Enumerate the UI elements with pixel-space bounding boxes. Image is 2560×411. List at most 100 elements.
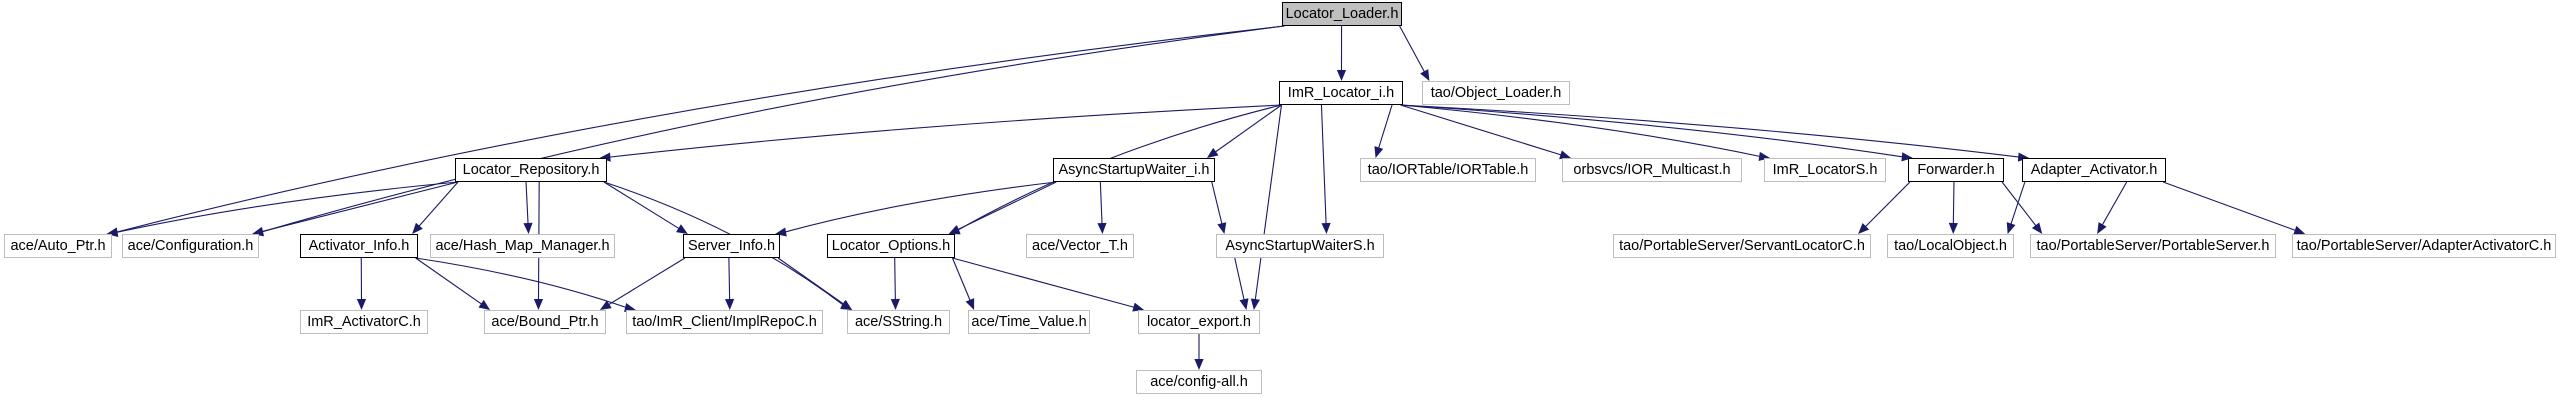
- graph-edge-locator_repository-to-ace_hash_map_manager: [525, 181, 529, 227]
- graph-node-async_startup_waiter_i[interactable]: AsyncStartupWaiter_i.h: [1053, 158, 1215, 182]
- graph-edge-arrowhead: [890, 298, 900, 310]
- graph-node-label: Server_Info.h: [687, 237, 776, 254]
- graph-edge-arrowhead: [2006, 222, 2016, 234]
- graph-edge-locator_options-to-ace_time_value: [951, 257, 972, 303]
- graph-node-imr_activatorc[interactable]: ImR_ActivatorC.h: [300, 310, 428, 334]
- graph-node-ace_bound_ptr[interactable]: ace/Bound_Ptr.h: [484, 310, 606, 334]
- graph-node-label: locator_export.h: [1147, 313, 1251, 330]
- graph-edge-imr_locator_i-to-async_startup_waiters: [1320, 104, 1327, 227]
- graph-node-adapter_activator[interactable]: Adapter_Activator.h: [2022, 158, 2166, 182]
- graph-edge-arrowhead: [725, 298, 735, 310]
- graph-node-tao_portableserver[interactable]: tao/PortableServer/PortableServer.h: [2030, 234, 2276, 258]
- graph-node-async_startup_waiters[interactable]: AsyncStartupWaiterS.h: [1216, 234, 1384, 258]
- graph-node-imr_locators[interactable]: ImR_LocatorS.h: [1764, 158, 1886, 182]
- graph-edge-server_info-to-ace_bound_ptr: [606, 257, 686, 307]
- graph-edge-imr_locator_i-to-adapter_activator: [1400, 104, 2022, 158]
- graph-edge-server_info-to-tao_implrepoc: [728, 257, 731, 303]
- graph-edge-arrowhead: [1206, 147, 1219, 158]
- graph-node-tao_servant_locatorc[interactable]: tao/PortableServer/ServantLocatorC.h: [1613, 234, 1871, 258]
- graph-edge-arrowhead: [356, 298, 367, 310]
- graph-edge-arrowhead: [412, 222, 423, 234]
- graph-node-label: AsyncStartupWaiterS.h: [1225, 237, 1375, 254]
- graph-node-imr_locator_i[interactable]: ImR_Locator_i.h: [1279, 81, 1403, 105]
- graph-node-label: tao/PortableServer/ServantLocatorC.h: [1619, 237, 1865, 254]
- graph-edge-arrowhead: [676, 224, 688, 234]
- graph-node-label: ace/Configuration.h: [127, 237, 254, 254]
- graph-node-label: ImR_LocatorS.h: [1772, 161, 1878, 178]
- graph-edge-locator_repository-to-activator_info: [416, 181, 459, 229]
- graph-node-ace_auto_ptr[interactable]: ace/Auto_Ptr.h: [4, 234, 112, 258]
- graph-node-locator_repository[interactable]: Locator_Repository.h: [455, 158, 607, 182]
- graph-node-ace_sstring[interactable]: ace/SString.h: [847, 310, 950, 334]
- graph-node-locator_loader[interactable]: Locator_Loader.h: [1282, 2, 1402, 26]
- graph-node-label: ace/config-all.h: [1150, 373, 1248, 390]
- graph-node-label: tao/ImR_Client/ImplRepoC.h: [632, 313, 817, 330]
- graph-edge-imr_locator_i-to-locator_repository: [607, 104, 1282, 158]
- graph-edge-imr_locator_i-to-imr_locators: [1400, 104, 1763, 158]
- graph-node-orbsvcs_ior_multicast[interactable]: orbsvcs/IOR_Multicast.h: [1562, 158, 1742, 182]
- graph-node-label: tao/Object_Loader.h: [1430, 84, 1562, 101]
- graph-node-ace_config_all[interactable]: ace/config-all.h: [1136, 370, 1262, 394]
- graph-edge-activator_info-to-ace_bound_ptr: [415, 257, 484, 306]
- graph-edge-arrowhead: [1948, 222, 1958, 234]
- graph-edge-forwarder-to-tao_portableserver: [2001, 181, 2038, 229]
- graph-node-server_info[interactable]: Server_Info.h: [683, 234, 780, 258]
- graph-node-tao_adapteractivatorc[interactable]: tao/PortableServer/AdapterActivatorC.h: [2292, 234, 2556, 258]
- graph-node-label: Activator_Info.h: [308, 237, 410, 254]
- graph-node-label: ace/SString.h: [854, 313, 943, 330]
- graph-edge-forwarder-to-tao_localobject: [1952, 181, 1955, 227]
- graph-node-locator_export[interactable]: locator_export.h: [1138, 310, 1260, 334]
- graph-edge-locator_options-to-locator_export: [952, 257, 1137, 309]
- graph-edge-locator_options-to-ace_sstring: [894, 257, 896, 303]
- graph-edge-arrowhead: [1097, 222, 1107, 234]
- graph-node-label: ace/Auto_Ptr.h: [10, 237, 106, 254]
- graph-node-label: tao/LocalObject.h: [1894, 237, 2007, 254]
- graph-node-locator_options[interactable]: Locator_Options.h: [827, 234, 955, 258]
- graph-node-label: ace/Hash_Map_Manager.h: [435, 237, 610, 254]
- graph-edge-arrowhead: [1374, 146, 1384, 158]
- graph-edge-arrowhead: [533, 298, 544, 310]
- graph-node-label: ace/Vector_T.h: [1032, 237, 1128, 254]
- graph-node-tao_object_loader[interactable]: tao/Object_Loader.h: [1422, 81, 1570, 105]
- graph-node-ace_configuration[interactable]: ace/Configuration.h: [122, 234, 259, 258]
- graph-edge-arrowhead: [523, 222, 533, 234]
- graph-edge-locator_repository-to-ace_auto_ptr: [114, 181, 459, 234]
- graph-edge-async_startup_waiter_i-to-ace_vector_t: [1099, 181, 1103, 227]
- graph-node-label: ImR_ActivatorC.h: [307, 313, 421, 330]
- graph-edge-imr_locator_i-to-forwarder: [1400, 104, 1905, 158]
- graph-node-forwarder[interactable]: Forwarder.h: [1908, 158, 2004, 182]
- graph-edge-activator_info-to-tao_implrepoc: [415, 257, 629, 309]
- graph-edge-adapter_activator-to-tao_portableserver: [2100, 181, 2128, 228]
- graph-edge-arrowhead: [948, 225, 961, 234]
- graph-edge-locator_repository-to-server_info: [603, 181, 682, 231]
- graph-node-ace_time_value[interactable]: ace/Time_Value.h: [968, 310, 1090, 334]
- graph-edge-locator_loader-to-ace_configuration: [259, 25, 1285, 233]
- graph-node-label: tao/IORTable/IORTable.h: [1367, 161, 1529, 178]
- graph-edge-arrowhead: [2097, 222, 2107, 234]
- graph-node-ace_hash_map_manager[interactable]: ace/Hash_Map_Manager.h: [430, 234, 615, 258]
- graph-edge-arrowhead: [840, 300, 853, 310]
- graph-edge-arrowhead: [2031, 222, 2043, 234]
- graph-edge-locator_repository-to-ace_configuration: [259, 181, 459, 233]
- graph-edge-imr_locator_i-to-tao_iortable: [1377, 104, 1393, 151]
- graph-node-label: Forwarder.h: [1917, 161, 1995, 178]
- graph-edge-server_info-to-ace_sstring: [777, 257, 846, 306]
- graph-edge-arrowhead: [478, 299, 491, 310]
- graph-edge-imr_locator_i-to-orbsvcs_ior_multicast: [1400, 104, 1564, 157]
- graph-node-label: ace/Bound_Ptr.h: [491, 313, 599, 330]
- graph-node-tao_iortable[interactable]: tao/IORTable/IORTable.h: [1360, 158, 1536, 182]
- graph-edge-arrowhead: [840, 299, 853, 310]
- graph-node-ace_vector_t[interactable]: ace/Vector_T.h: [1026, 234, 1134, 258]
- graph-node-activator_info[interactable]: Activator_Info.h: [300, 234, 418, 258]
- graph-edge-locator_loader-to-tao_object_loader: [1399, 25, 1427, 75]
- graph-edge-arrowhead: [1239, 298, 1249, 310]
- graph-node-label: AsyncStartupWaiter_i.h: [1058, 161, 1210, 178]
- graph-node-label: ace/Time_Value.h: [971, 313, 1087, 330]
- graph-edge-arrowhead: [1420, 69, 1430, 81]
- graph-edge-adapter_activator-to-tao_adapteractivatorc: [2162, 181, 2298, 232]
- graph-node-label: orbsvcs/IOR_Multicast.h: [1573, 161, 1731, 178]
- graph-node-tao_localobject[interactable]: tao/LocalObject.h: [1887, 234, 2014, 258]
- graph-node-tao_implrepoc[interactable]: tao/ImR_Client/ImplRepoC.h: [626, 310, 823, 334]
